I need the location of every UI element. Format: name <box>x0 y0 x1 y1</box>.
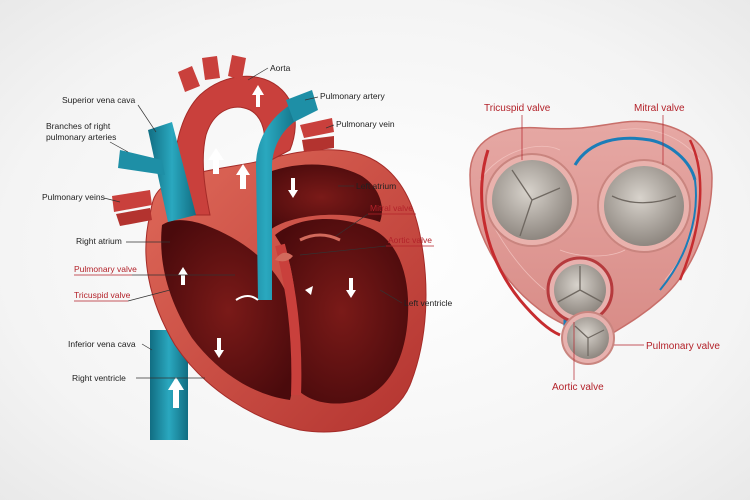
heart-pulmonary-valve <box>235 295 259 301</box>
label-aorta: Aorta <box>270 63 291 73</box>
label-pulmonary-valve: Pulmonary valve <box>74 264 137 274</box>
label-valve-pulmonary: Pulmonary valve <box>646 341 720 352</box>
heart-mitral-valve <box>299 233 341 242</box>
flow-arrows <box>168 85 356 408</box>
right-pulmonary-artery-branches <box>118 150 165 175</box>
label-inferior-vena-cava: Inferior vena cava <box>68 339 136 349</box>
coronary-artery-red <box>480 149 561 337</box>
pulmonary-artery-vessel <box>286 90 318 122</box>
mitral-valve-leaflets <box>604 166 684 246</box>
label-branches-right-pa-line1: Branches of right <box>46 121 111 131</box>
label-pulmonary-veins: Pulmonary veins <box>42 192 105 202</box>
label-right-atrium: Right atrium <box>76 236 122 246</box>
inferior-vena-cava-vessel <box>150 330 188 440</box>
label-superior-vena-cava: Superior vena cava <box>62 95 136 105</box>
white-arrow-icon <box>214 338 224 358</box>
coronary-artery-red-2 <box>678 139 702 281</box>
white-arrow-icon <box>288 178 298 198</box>
superior-vena-cava-vessel <box>148 122 196 222</box>
valve-label-group: Tricuspid valve Mitral valve Pulmonary v… <box>484 103 720 393</box>
label-valve-mitral: Mitral valve <box>634 103 685 114</box>
label-left-ventricle: Left ventricle <box>404 298 452 308</box>
label-branches-right-pa-line2: pulmonary arteries <box>46 132 116 142</box>
label-left-atrium: Left atrium <box>356 181 396 191</box>
white-arrow-icon <box>305 286 313 295</box>
label-mitral-valve: Mitral valve <box>370 203 413 213</box>
white-arrow-icon <box>178 267 188 285</box>
white-arrow-icon <box>236 164 250 189</box>
valve-illustration <box>469 120 713 365</box>
left-chambers <box>275 218 409 404</box>
aorta-vessel <box>172 75 296 216</box>
label-valve-tricuspid: Tricuspid valve <box>484 103 551 114</box>
left-pulmonary-vein-vessel <box>300 118 334 138</box>
left-atrium-chamber <box>260 164 382 230</box>
right-pulmonary-veins-vessel <box>112 190 152 212</box>
label-pulmonary-artery: Pulmonary artery <box>320 91 385 101</box>
white-arrow-icon <box>252 85 264 107</box>
heart-illustration <box>112 55 427 440</box>
aortic-branch-2 <box>202 56 220 80</box>
pulmonary-trunk-vessel <box>232 105 300 300</box>
white-arrow-icon <box>168 377 184 408</box>
label-valve-aortic: Aortic valve <box>552 382 604 393</box>
coronary-vein-blue-2 <box>659 179 697 291</box>
heart-label-group: Aorta Superior vena cava Branches of rig… <box>42 63 452 383</box>
label-right-ventricle: Right ventricle <box>72 373 126 383</box>
coronary-vein-blue <box>573 136 697 181</box>
white-arrow-icon <box>346 278 356 298</box>
aortic-branch-1 <box>178 66 200 92</box>
left-pulmonary-vein-vessel-2 <box>302 136 334 152</box>
white-arrow-icon <box>208 148 224 174</box>
label-aortic-valve: Aortic valve <box>388 235 432 245</box>
label-pulmonary-vein: Pulmonary vein <box>336 119 395 129</box>
label-tricuspid-valve: Tricuspid valve <box>74 290 131 300</box>
heart-aortic-valve <box>275 252 293 262</box>
right-pulmonary-veins-vessel-2 <box>116 208 152 226</box>
aortic-branch-3 <box>228 55 246 80</box>
